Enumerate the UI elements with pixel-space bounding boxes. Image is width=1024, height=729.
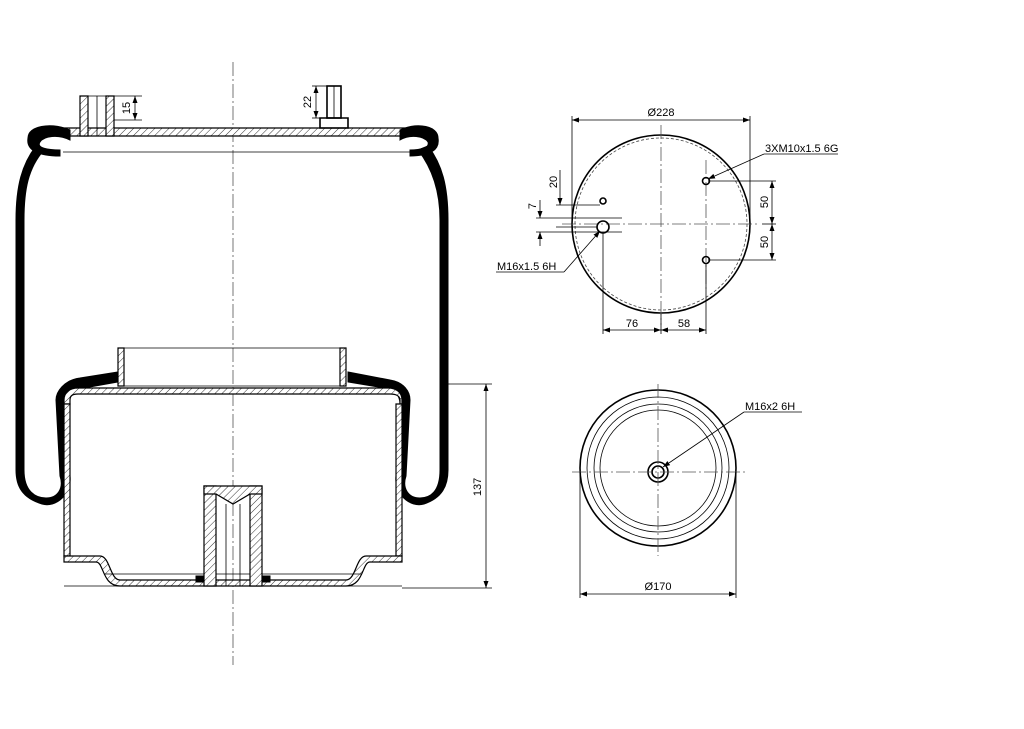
piston-base [63,555,403,587]
boss-top [203,485,263,505]
boss-right-wall [249,485,263,587]
callout-port-label: M16x1.5 6H [497,261,556,273]
dim-170-label: Ø170 [645,581,672,593]
top-stud-right-wall [105,95,115,137]
dim-20-label: 20 [548,176,560,188]
base-seal-left [195,575,205,583]
dim-76-label: 76 [626,318,638,330]
callout-studs-leader [707,153,765,180]
bottom-view: M16x2 6H Ø170 [572,384,802,598]
dim-137-label: 137 [472,478,484,496]
callout-studs-label: 3XM10x1.5 6G [765,143,838,155]
base-seal-right [261,575,271,583]
dim-15-label: 15 [121,102,133,114]
callout-thread-label: M16x2 6H [745,401,795,413]
callout-thread-leader [662,411,745,468]
piston-left-wall [63,403,71,557]
dim-7-label: 7 [527,203,539,209]
top-view: Ø228 3XM10x1.5 6G 50 50 20 7 M16x1.5 6H [496,107,838,334]
callout-port-leader [563,230,601,273]
dim-50-lower-label: 50 [759,236,771,248]
top-stud-left-wall [79,95,89,137]
piston-right-wall [395,403,403,557]
boss-left-wall [203,485,217,587]
dim-50-upper-label: 50 [759,196,771,208]
dim-22-label: 22 [302,96,314,108]
dim-58-label: 58 [678,318,690,330]
piston-top-rim [63,387,403,405]
piston-cone-left-wall [117,347,125,387]
stud-hole-left [599,197,607,205]
bottom-view-ring-2 [593,403,723,533]
side-section-view: 15 22 137 [15,62,492,665]
top-bolt-head [319,117,349,129]
top-plate [62,127,411,137]
dim-228-label: Ø228 [648,107,675,119]
port-hole [596,220,610,234]
bellows-right [347,145,449,506]
piston-cone-right-wall [339,347,347,387]
